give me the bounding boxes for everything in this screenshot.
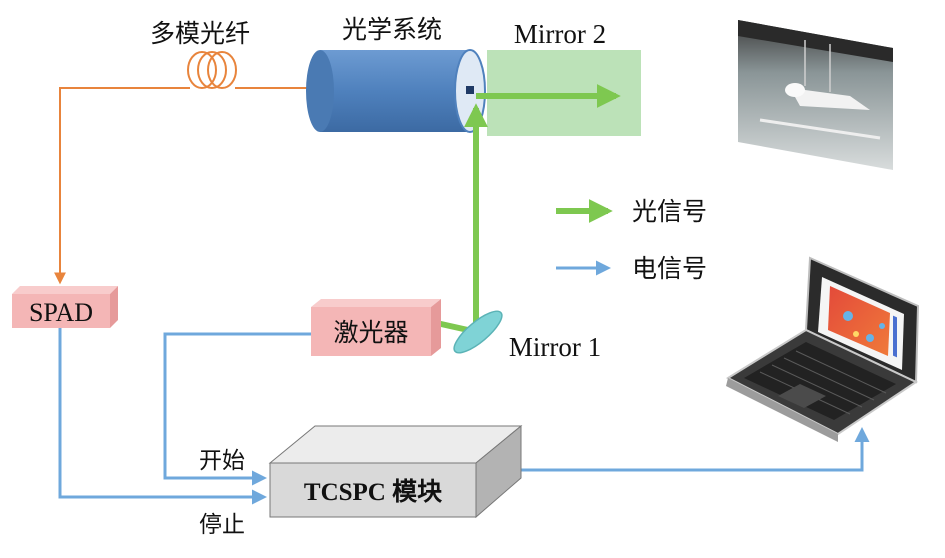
fiber-label: 多模光纤 bbox=[150, 19, 250, 48]
experiment-photo bbox=[738, 20, 893, 170]
tcspc-label: TCSPC 模块 bbox=[304, 477, 442, 506]
start-label: 开始 bbox=[199, 448, 245, 474]
tcspc-box bbox=[268, 424, 523, 519]
electrical-signal-path bbox=[58, 328, 870, 505]
stop-label: 停止 bbox=[199, 512, 245, 538]
laser-box bbox=[311, 299, 441, 356]
legend: 光信号 电信号 bbox=[556, 197, 707, 283]
spad-box bbox=[12, 286, 118, 328]
laser-label: 激光器 bbox=[333, 318, 408, 347]
mirror1-label: Mirror 1 bbox=[509, 332, 601, 362]
fiber-path bbox=[54, 87, 320, 285]
mirror2-label: Mirror 2 bbox=[514, 19, 606, 49]
spad-label: SPAD bbox=[29, 298, 93, 327]
fiber-coil-icon bbox=[187, 51, 237, 89]
legend-electrical-label: 电信号 bbox=[632, 254, 707, 283]
laptop-icon bbox=[725, 256, 920, 442]
optics-label: 光学系统 bbox=[342, 15, 442, 44]
mirror1-disc bbox=[453, 310, 503, 354]
legend-optical-label: 光信号 bbox=[632, 197, 707, 226]
optics-cylinder bbox=[306, 49, 486, 133]
